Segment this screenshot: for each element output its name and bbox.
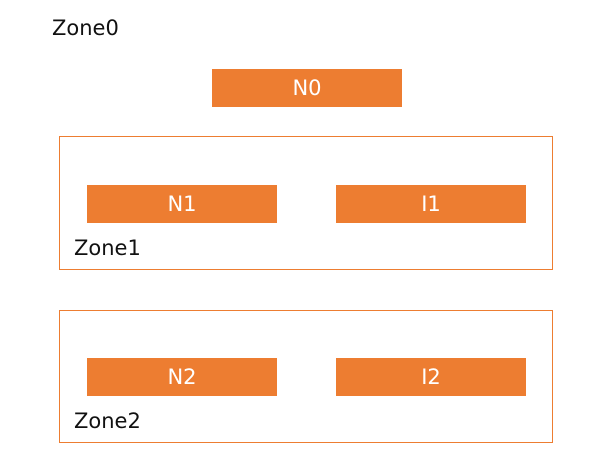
node-i2: I2 bbox=[336, 358, 526, 396]
zone0-label: Zone0 bbox=[52, 16, 119, 40]
zone2-label: Zone2 bbox=[74, 409, 141, 433]
node-n1: N1 bbox=[87, 185, 277, 223]
node-i1: I1 bbox=[336, 185, 526, 223]
node-n0: N0 bbox=[212, 69, 402, 107]
node-n2: N2 bbox=[87, 358, 277, 396]
zone1-label: Zone1 bbox=[74, 236, 141, 260]
